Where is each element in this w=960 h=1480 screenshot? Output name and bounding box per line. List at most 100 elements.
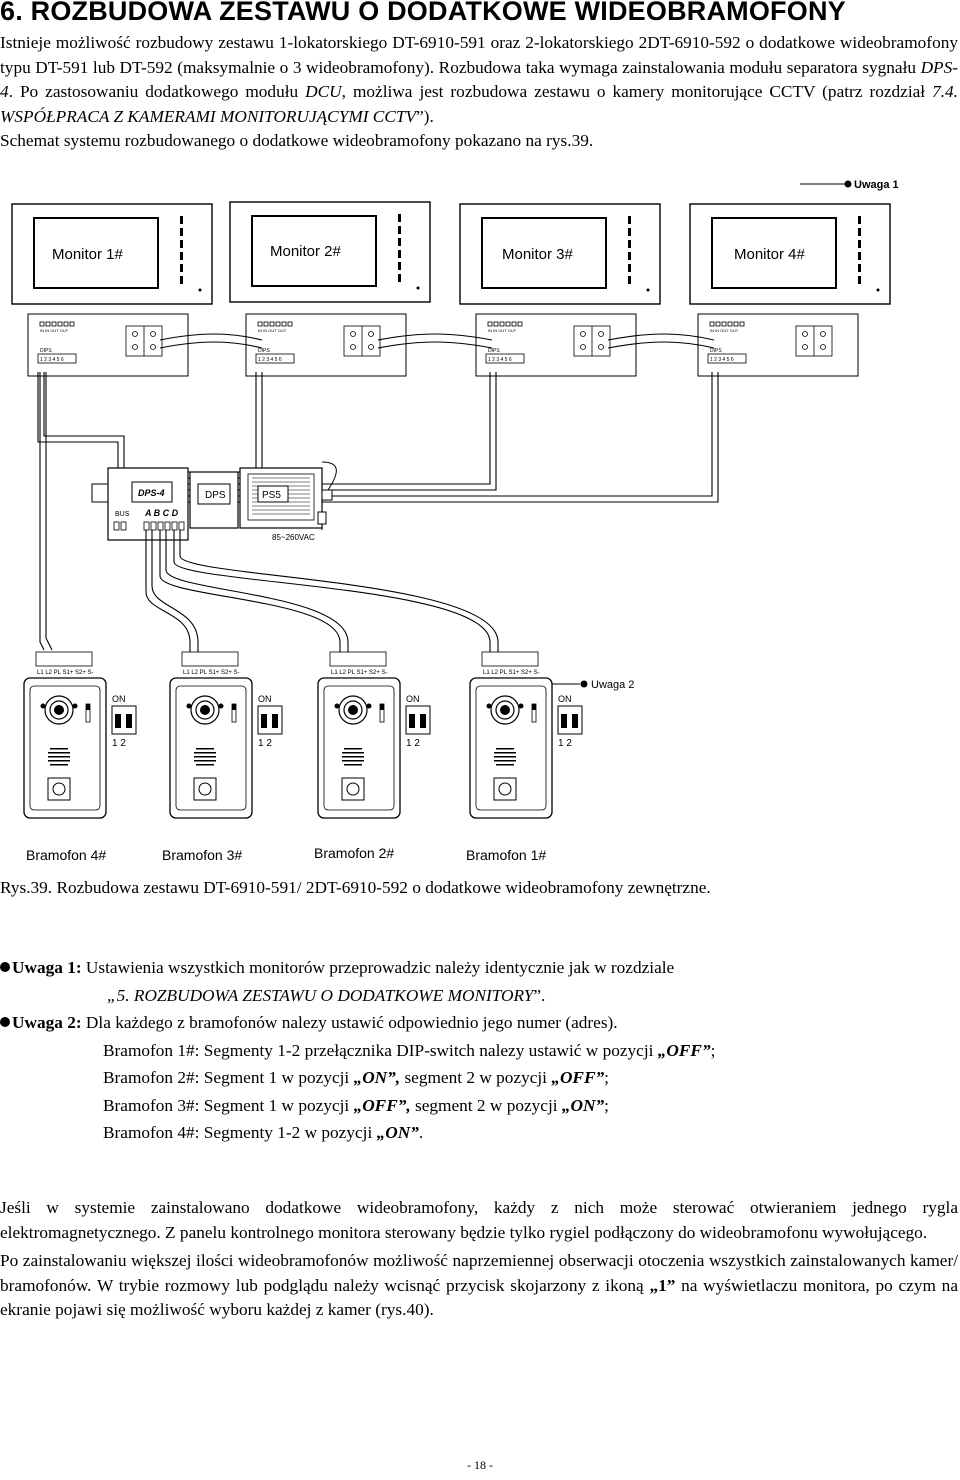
switch-value: „ON” [561,1095,605,1115]
dips-label: DIPS [488,348,500,354]
body-paragraph-1: Jeśli w systemie zainstalowano dodatkowe… [0,1198,958,1242]
wiring-diagram: IN IN OUT OUT Uwa [11,179,899,863]
dips-label: DIPS [710,348,722,354]
text-run: Segmenty 1-2 przełącznika DIP-switch nal… [199,1040,658,1060]
dps-module: DPS [189,471,239,529]
ps5-label: PS5 [262,490,281,501]
setting-bramofon-1: Bramofon 1#: Segmenty 1-2 przełącznika D… [0,1037,960,1065]
doorphone-4-label: Bramofon 4# [26,847,106,863]
monitor-label: Monitor 3# [502,246,574,263]
switch-value: „ON”, [353,1068,401,1087]
note-1-label: Uwaga 1 [854,179,899,191]
text-run: na wyświetlaczu monitora, po czym na ekr… [0,1275,958,1320]
switch-value: „OFF”, [353,1095,411,1115]
doorphone-4: L1 L2 PL S1+ S2+ S- ON 1 2 [23,651,137,819]
note-2-marker [580,680,588,688]
note-1: Uwaga 1: Ustawienia wszystkich monitorów… [0,954,960,982]
intro-paragraph-1: Istnieje możliwość rozbudowy zestawu 1-l… [0,31,958,129]
dip-numbers: 1 2 [112,738,126,749]
doorphone-3-label: Bramofon 3# [162,847,242,863]
note-1-marker [844,180,852,188]
doorphone-1: L1 L2 PL S1+ S2+ S- ON 1 2 [469,651,583,819]
dip-numbers: 1 2 [558,738,572,749]
monitor-label: Monitor 4# [734,246,806,263]
notes-section: Uwaga 1: Ustawienia wszystkich monitorów… [0,954,960,1147]
doorphone-name: Bramofon 4#: [103,1123,200,1142]
note-2-label: Uwaga 2 [591,679,634,691]
dps4-module: DPS-4 BUS A B C D [91,467,189,541]
dip-numbers: 1 2 3 4 5 6 [488,357,512,363]
switch-value: „ON” [376,1123,419,1142]
dps-label: DPS [205,490,226,501]
note-label: Uwaga 2: [12,1013,82,1032]
doorphone-name: Bramofon 1#: [103,1040,200,1060]
dps4-label: DPS-4 [138,488,165,498]
text-run: Segment 1 w pozycji [199,1068,354,1087]
section-heading: 6. ROZBUDOWA ZESTAWU O DODATKOWE WIDEOBR… [0,0,846,26]
module-name: DPS-4 [0,57,958,102]
monitor-backplate-2: DIPS 1 2 3 4 5 6 [245,313,407,377]
doorphone-name: Bramofon 2#: [103,1068,200,1087]
dip-numbers: 1 2 [406,738,420,749]
abcd-label: A B C D [144,508,179,518]
switch-value: „OFF” [657,1040,711,1060]
text-run: ; [604,1095,609,1115]
setting-bramofon-2: Bramofon 2#: Segment 1 w pozycji „ON”, s… [0,1064,960,1092]
text-run: Segmenty 1-2 w pozycji [199,1123,377,1142]
supply-voltage: 85~260VAC [272,533,315,542]
note-text: Dla każdego z bramofonów nalezy ustawić … [81,1013,618,1032]
setting-bramofon-3: Bramofon 3#: Segment 1 w pozycji „OFF”, … [0,1092,960,1120]
monitor-backplate-4: DIPS 1 2 3 4 5 6 [697,313,859,377]
monitor-2: Monitor 2# [229,201,431,303]
bullet-icon [0,962,10,972]
dip-numbers: 1 2 3 4 5 6 [40,357,64,363]
note-2: Uwaga 2: Dla każdego z bramofonów nalezy… [0,1009,960,1037]
dip-numbers: 1 2 3 4 5 6 [258,357,282,363]
text-run: ; [710,1040,716,1060]
monitor-label: Monitor 1# [52,246,124,263]
bus-label: BUS [115,511,130,518]
monitor-4: Monitor 4# [689,203,891,305]
monitor-3: Monitor 3# [459,203,661,305]
text-run: Po zainstalowaniu większej ilości wideob… [0,1251,958,1295]
dip-numbers: 1 2 [258,738,272,749]
note-1-reference: „5. ROZBUDOWA ZESTAWU O DODATKOWE MONITO… [0,982,960,1010]
text-run: segment 2 w pozycji [410,1095,562,1115]
dips-label: DIPS [40,348,52,354]
switch-value: „OFF” [551,1068,605,1087]
dip-numbers: 1 2 3 4 5 6 [710,357,734,363]
bullet-icon [0,1017,10,1027]
body-text: Jeśli w systemie zainstalowano dodatkowe… [0,1196,958,1327]
note-text: Ustawienia wszystkich monitorów przeprow… [81,958,675,977]
setting-bramofon-4: Bramofon 4#: Segmenty 1-2 w pozycji „ON”… [0,1119,960,1147]
intro-paragraph-2: Schemat systemu rozbudowanego o dodatkow… [0,131,594,151]
doorphone-3: L1 L2 PL S1+ S2+ S- ON 1 2 [169,651,283,819]
doorphone-2: L1 L2 PL S1+ S2+ S- ON 1 2 [317,651,431,819]
doorphone-name: Bramofon 3#: [103,1095,200,1115]
chapter-reference: 7.4. WSPÓŁPRACA Z KAMERAMI MONITORUJĄCYM… [0,82,958,126]
monitor-backplate-3: DIPS 1 2 3 4 5 6 [475,313,637,377]
module-name: DCU [305,82,342,102]
body-paragraph-2: Po zainstalowaniu większej ilości wideob… [0,1249,958,1323]
text-run: segment 2 w pozycji [400,1068,552,1087]
doorphone-2-label: Bramofon 2# [314,845,394,861]
text-run: . Po zastosowaniu dodatkowego modułu [8,82,306,102]
terminal-labels: L1 L2 PL S1+ S2+ S- [183,670,239,676]
dip-on-label: ON [258,694,272,704]
chapter-reference: „5. ROZBUDOWA ZESTAWU O DODATKOWE MONITO… [107,985,534,1005]
figure-caption: Rys.39. Rozbudowa zestawu DT-6910-591/ 2… [0,878,711,897]
terminal-labels: L1 L2 PL S1+ S2+ S- [483,670,539,676]
dips-label: DIPS [258,348,270,354]
text-run: Segment 1 w pozycji [199,1095,354,1115]
icon-reference: „1” [649,1275,676,1295]
dip-on-label: ON [406,694,420,704]
note-label: Uwaga 1: [12,958,82,977]
terminal-labels: L1 L2 PL S1+ S2+ S- [37,670,93,676]
intro-text: Istnieje możliwość rozbudowy zestawu 1-l… [0,31,958,154]
dip-on-label: ON [112,694,126,704]
monitor-1: Monitor 1# [11,203,213,305]
doorphone-wires [145,530,499,654]
page-number: - 18 - [467,1458,493,1472]
monitor-label: Monitor 2# [270,243,342,260]
